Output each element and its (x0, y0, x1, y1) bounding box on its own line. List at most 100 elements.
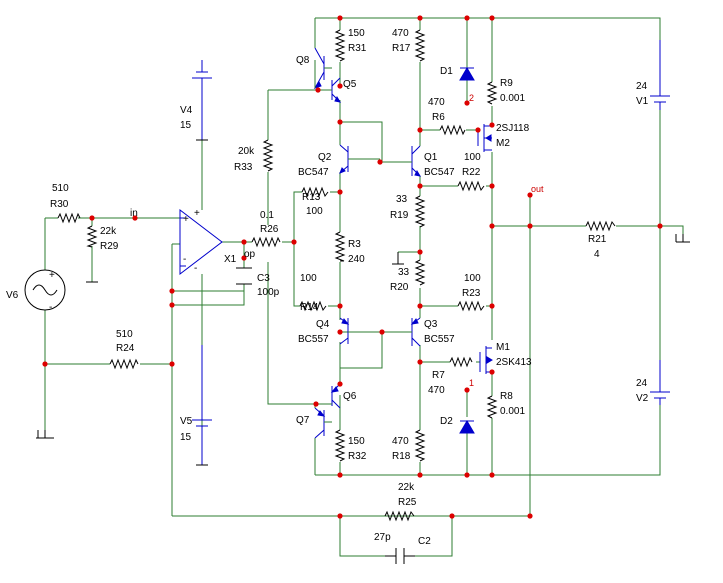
c2-ref: C2 (418, 536, 431, 547)
diode-d2 (459, 420, 475, 434)
resistor-r23 (457, 300, 485, 312)
ground-icon (36, 430, 54, 439)
resistors (57, 29, 616, 522)
battery-v2 (650, 360, 670, 405)
ac-source-v6: + - (24, 269, 66, 313)
r7-value: 470 (428, 385, 445, 396)
r6-value: 470 (428, 97, 445, 108)
r24-value: 510 (116, 329, 133, 340)
v5-value: 15 (180, 432, 192, 443)
labels: 510 R30 22k R29 in V6 510 R24 V4 15 V5 1… (6, 28, 649, 547)
resistor-r21 (585, 220, 616, 232)
ground-icon (675, 234, 690, 243)
m2-model: 2SJ118 (496, 123, 530, 134)
resistor-r33 (262, 139, 274, 172)
r30-ref: R30 (50, 199, 69, 210)
q2-ref: Q2 (318, 152, 332, 163)
q6-ref: Q6 (343, 391, 357, 402)
r32-ref: R32 (348, 451, 367, 462)
v2-ref: V2 (636, 393, 649, 404)
r7-ref: R7 (432, 370, 445, 381)
diodes (459, 67, 475, 434)
resistor-r24 (109, 358, 139, 370)
junction-dots (42, 15, 663, 519)
svg-text:+: + (49, 270, 55, 281)
r18-ref: R18 (392, 451, 411, 462)
transistor-q7 (314, 404, 332, 439)
m1-ref: M1 (496, 342, 510, 353)
diode-d1 (459, 67, 475, 81)
r9-ref: R9 (500, 78, 513, 89)
v4-ref: V4 (180, 105, 193, 116)
q3-ref: Q3 (424, 319, 438, 330)
r29-ref: R29 (100, 241, 119, 252)
r33-value: 20k (238, 146, 255, 157)
q8-ref: Q8 (296, 55, 310, 66)
svg-text:+: + (183, 214, 189, 225)
r22-ref: R22 (462, 167, 481, 178)
r23-value: 100 (464, 273, 481, 284)
r3-value: 240 (348, 254, 365, 265)
resistor-r29 (86, 225, 98, 248)
resistor-r32 (334, 429, 346, 462)
transistors (313, 47, 493, 439)
q4-model: BC557 (298, 334, 329, 345)
r19-ref: R19 (390, 210, 409, 221)
transistor-q1 (400, 145, 422, 177)
r25-ref: R25 (398, 497, 417, 508)
r14-ref: R14 (300, 302, 319, 313)
mosfet-m2 (477, 124, 492, 152)
r8-value: 0.001 (500, 406, 525, 417)
resistor-r20 (414, 259, 426, 286)
q1-model: BC547 (424, 167, 455, 178)
resistor-r6 (439, 124, 466, 136)
r17-ref: R17 (392, 43, 411, 54)
r21-value: 4 (594, 249, 600, 260)
capacitor-c3 (236, 267, 252, 285)
battery-v4 (192, 60, 212, 140)
transistor-q8 (313, 47, 332, 89)
r29-value: 22k (100, 226, 117, 237)
capacitor-c2 (385, 548, 415, 564)
net-op: op (244, 249, 256, 260)
r25-value: 22k (398, 482, 415, 493)
v5-ref: V5 (180, 416, 193, 427)
resistor-r18 (414, 429, 426, 462)
v2-value: 24 (636, 378, 648, 389)
net-2: 2 (469, 93, 474, 103)
m1-model: 2SK413 (496, 357, 532, 368)
d2-ref: D2 (440, 416, 453, 427)
r14-value: 100 (300, 273, 317, 284)
svg-text:-: - (49, 302, 52, 313)
v4-value: 15 (180, 120, 192, 131)
m2-ref: M2 (496, 138, 510, 149)
r3-ref: R3 (348, 239, 361, 250)
resistor-r3 (334, 231, 346, 262)
wires (44, 17, 684, 557)
r22-value: 100 (464, 152, 481, 163)
r8-ref: R8 (500, 391, 513, 402)
r19-value: 33 (396, 194, 408, 205)
r13-value: 100 (306, 206, 323, 217)
r13-ref: R13 (302, 192, 321, 203)
r33-ref: R33 (234, 162, 253, 173)
net-in: in (130, 208, 138, 219)
resistor-r31 (334, 29, 346, 62)
d1-ref: D1 (440, 66, 453, 77)
resistor-r14 (299, 300, 327, 312)
c2-value: 27p (374, 532, 391, 543)
v6-ref: V6 (6, 290, 19, 301)
svg-text:+: + (194, 208, 200, 219)
mosfet-m1 (479, 346, 493, 374)
r26-value: 0.1 (260, 210, 274, 221)
voltage-sources: + - (24, 40, 670, 465)
resistor-r30 (57, 212, 81, 224)
resistor-r25 (384, 510, 415, 522)
resistor-r8 (486, 395, 498, 419)
r24-ref: R24 (116, 343, 135, 354)
c3-ref: C3 (257, 273, 270, 284)
r26-ref: R26 (260, 224, 279, 235)
v1-value: 24 (636, 81, 648, 92)
resistor-r26 (251, 236, 281, 248)
r32-value: 150 (348, 436, 365, 447)
